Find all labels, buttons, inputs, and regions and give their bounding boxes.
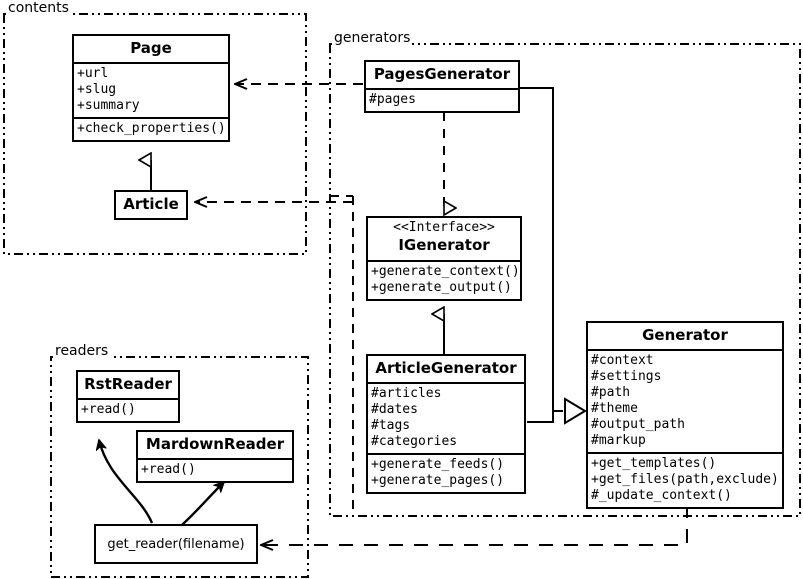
class-title-articlegenerator: ArticleGenerator: [368, 356, 524, 384]
class-box-igenerator[interactable]: <<Interface>> IGenerator +generate_conte…: [366, 216, 522, 301]
generators-inner-divider: [330, 195, 354, 516]
attribute-item: #context: [591, 353, 654, 368]
class-attributes-articlegenerator: #articles #dates #tags #categories: [368, 384, 524, 455]
attribute-item: #markup: [591, 433, 646, 448]
class-attributes-generator: #context #settings #path #theme #output_…: [588, 351, 782, 454]
method-item: +get_files(path,exclude): [591, 472, 779, 487]
method-item: #_update_context(): [591, 488, 732, 503]
class-header-igenerator: <<Interface>> IGenerator: [368, 218, 520, 262]
class-title-mardownreader: MardownReader: [138, 432, 292, 460]
class-title-article: Article: [123, 195, 179, 213]
package-label-generators: generators: [332, 30, 413, 46]
class-box-articlegenerator[interactable]: ArticleGenerator #articles #dates #tags …: [366, 354, 526, 494]
method-item: +check_properties(): [77, 121, 226, 136]
association-getreader-to-mardownreader: [181, 482, 224, 526]
attribute-item: +summary: [77, 98, 140, 113]
class-box-article[interactable]: Article: [114, 190, 188, 220]
attribute-item: #pages: [369, 92, 416, 107]
class-box-mardownreader[interactable]: MardownReader +read(): [136, 430, 294, 483]
attribute-item: #output_path: [591, 417, 685, 432]
class-methods-rstreader: +read(): [78, 400, 178, 421]
class-methods-page: +check_properties(): [74, 119, 228, 140]
package-label-contents: contents: [6, 0, 71, 16]
function-box-get-reader[interactable]: get_reader(filename): [94, 524, 258, 564]
attribute-item: +url: [77, 66, 109, 81]
class-title-generator: Generator: [588, 323, 782, 351]
method-item: +read(): [141, 462, 196, 477]
class-stereotype-igenerator: <<Interface>>: [393, 220, 495, 235]
class-box-rstreader[interactable]: RstReader +read(): [76, 370, 180, 423]
class-box-generator[interactable]: Generator #context #settings #path #them…: [586, 321, 784, 509]
method-item: +get_templates(): [591, 456, 717, 471]
method-item: +generate_context(): [371, 264, 520, 279]
package-label-readers: readers: [53, 343, 111, 359]
class-methods-generator: +get_templates() +get_files(path,exclude…: [588, 454, 782, 507]
attribute-item: +slug: [77, 82, 117, 97]
method-item: +generate_pages(): [371, 473, 505, 488]
attribute-item: #tags: [371, 418, 411, 433]
class-methods-igenerator: +generate_context() +generate_output(): [368, 262, 520, 299]
method-item: +generate_feeds(): [371, 457, 505, 472]
class-title-igenerator: IGenerator: [398, 236, 490, 254]
attribute-item: #settings: [591, 369, 662, 384]
attribute-item: #dates: [371, 402, 418, 417]
class-methods-articlegenerator: +generate_feeds() +generate_pages(): [368, 455, 524, 492]
class-box-pagesgenerator[interactable]: PagesGenerator #pages: [364, 60, 520, 113]
method-item: +read(): [81, 402, 136, 417]
dependency-generator-to-getreader: [262, 504, 688, 545]
attribute-item: #path: [591, 385, 631, 400]
class-methods-mardownreader: +read(): [138, 460, 292, 481]
attribute-item: #categories: [371, 434, 458, 449]
class-attributes-page: +url +slug +summary: [74, 64, 228, 119]
class-attributes-pagesgenerator: #pages: [366, 90, 518, 111]
attribute-item: #articles: [371, 386, 442, 401]
generalization-to-generator: [520, 87, 587, 425]
function-label-get-reader: get_reader(filename): [107, 536, 245, 552]
class-title-rstreader: RstReader: [78, 372, 178, 400]
class-box-page[interactable]: Page +url +slug +summary +check_properti…: [72, 34, 230, 142]
attribute-item: #theme: [591, 401, 638, 416]
class-title-pagesgenerator: PagesGenerator: [366, 62, 518, 90]
class-title-page: Page: [74, 36, 228, 64]
method-item: +generate_output(): [371, 280, 512, 295]
